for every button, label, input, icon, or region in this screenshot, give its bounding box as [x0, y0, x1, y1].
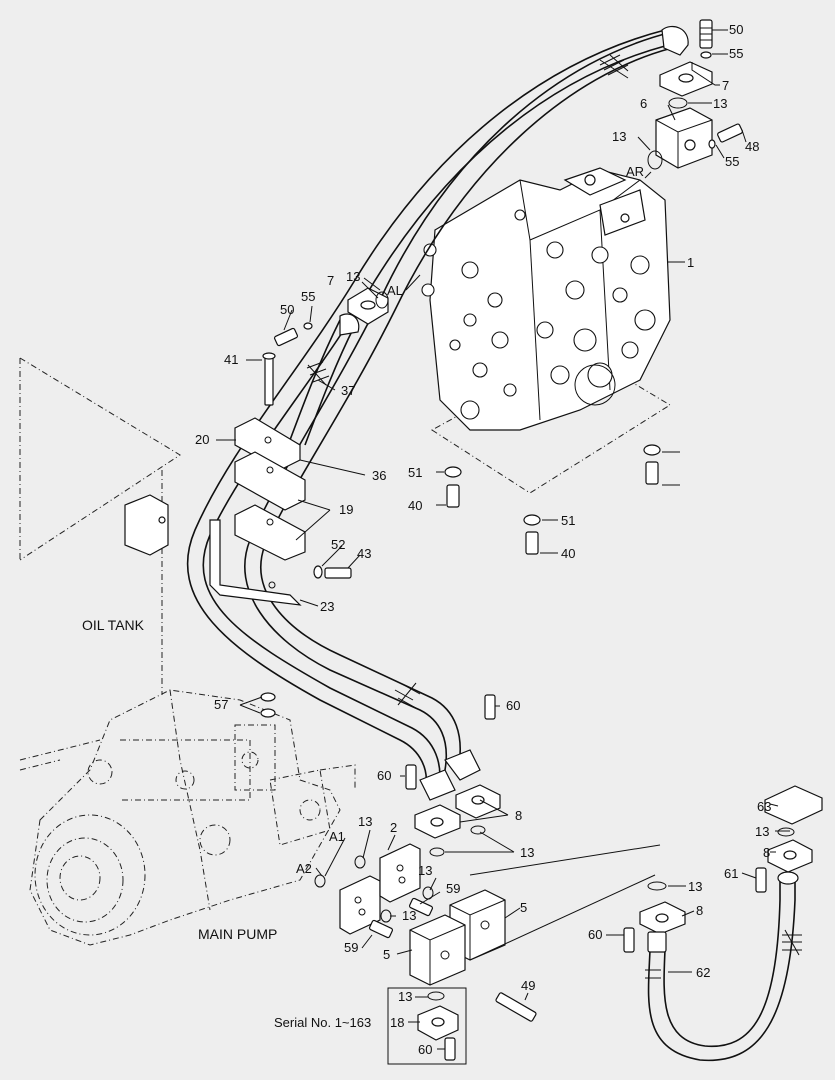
callout: 43 — [357, 546, 371, 561]
main-pump-outline — [29, 689, 356, 946]
serial-detail-box — [387, 987, 467, 1065]
callout: 50 — [729, 22, 743, 37]
callout: 55 — [729, 46, 743, 61]
callout: 8 — [696, 903, 703, 918]
callout: 41 — [224, 352, 238, 367]
flange-blocks — [314, 843, 537, 1022]
callout: 13 — [755, 824, 769, 839]
callout: 13 — [520, 845, 534, 860]
callout: 36 — [372, 468, 386, 483]
callout: 40 — [561, 546, 575, 561]
callout: 2 — [390, 820, 397, 835]
callout: 19 — [339, 502, 353, 517]
callout: 60 — [418, 1042, 432, 1057]
callout: 5 — [520, 900, 527, 915]
control-valve-assembly — [421, 167, 671, 494]
callout: 13 — [398, 989, 412, 1004]
callout: 55 — [725, 154, 739, 169]
callout: 7 — [722, 78, 729, 93]
serial-number-label: Serial No. 1~163 — [274, 1015, 371, 1030]
hose-37 — [289, 319, 356, 446]
callout: 57 — [214, 697, 228, 712]
callout-port-a2: A2 — [296, 861, 312, 876]
callout: 48 — [745, 139, 759, 154]
callout: 50 — [280, 302, 294, 317]
callout: 60 — [588, 927, 602, 942]
callout: 37 — [341, 383, 355, 398]
hose-62 — [623, 785, 823, 1062]
callout: 5 — [383, 947, 390, 962]
callout: 13 — [688, 879, 702, 894]
callout: 40 — [408, 498, 422, 513]
callout: 62 — [696, 965, 710, 980]
callout: 52 — [331, 537, 345, 552]
callout: 13 — [402, 908, 416, 923]
hose-ar — [186, 29, 666, 791]
pump-fittings — [260, 692, 501, 857]
callout: 63 — [757, 799, 771, 814]
callout: 13 — [346, 269, 360, 284]
callout: 23 — [320, 599, 334, 614]
callout: 6 — [640, 96, 647, 111]
callout: 18 — [390, 1015, 404, 1030]
callout: 20 — [195, 432, 209, 447]
callout: 49 — [521, 978, 535, 993]
callout: 1 — [687, 255, 694, 270]
callout: 8 — [515, 808, 522, 823]
callout-port-ar: AR — [626, 164, 644, 179]
callout: 61 — [724, 866, 738, 881]
oil-tank-outline — [19, 357, 181, 771]
callout: 60 — [377, 768, 391, 783]
callout: 51 — [408, 465, 422, 480]
left-fittings — [262, 287, 389, 406]
valve-mount-bolts — [444, 444, 661, 555]
callout: 13 — [358, 814, 372, 829]
top-fittings — [647, 19, 743, 170]
callout: 59 — [344, 940, 358, 955]
callout: 13 — [612, 129, 626, 144]
callout-labels: 50 55 7 13 6 13 48 55 AR 1 7 13 AL 55 50… — [195, 22, 771, 1057]
callout: 8 — [763, 845, 770, 860]
callout: 13 — [418, 863, 432, 878]
leader-lines — [216, 29, 790, 1050]
callout: 51 — [561, 513, 575, 528]
callout: 60 — [506, 698, 520, 713]
callout: 13 — [713, 96, 727, 111]
tank-bracket — [124, 494, 169, 556]
callout: 7 — [327, 273, 334, 288]
callout-port-a1: A1 — [329, 829, 345, 844]
clamp-assembly — [209, 417, 352, 606]
callout-port-al: AL — [387, 283, 403, 298]
callout: 59 — [446, 881, 460, 896]
oil-tank-label: OIL TANK — [82, 617, 145, 633]
main-pump-label: MAIN PUMP — [198, 926, 277, 942]
callout: 55 — [301, 289, 315, 304]
